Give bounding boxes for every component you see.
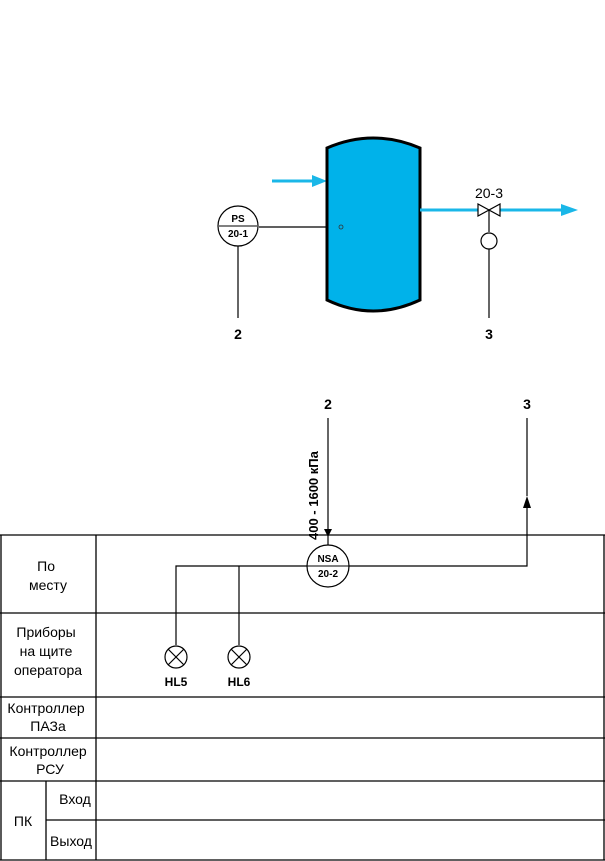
row-paz-controller-label: Контроллер ПАЗа xyxy=(7,700,88,734)
row-operator-panel-label: Приборы на щите оператора xyxy=(14,624,82,678)
lamp-hl6-label: HL6 xyxy=(228,675,251,689)
connection-bottom-right: 3 xyxy=(523,396,531,412)
valve-20-3 xyxy=(477,202,501,250)
outlet-flow-arrow xyxy=(420,204,578,216)
row-pk-output-label: Выход xyxy=(50,833,92,849)
row-rsu-controller-label: Контроллер РСУ xyxy=(9,743,90,777)
ps-loop: 20-1 xyxy=(228,229,248,240)
connection-top-right: 3 xyxy=(485,326,493,342)
vessel-tap-point xyxy=(338,224,344,230)
valve-label: 20-3 xyxy=(475,185,503,201)
signal-line-to-lamps xyxy=(175,565,307,645)
alarm-loop: 20-2 xyxy=(318,569,338,580)
ps-tag: PS xyxy=(231,214,245,225)
vessel xyxy=(325,136,422,313)
row-pk-input-label: Вход xyxy=(59,791,91,807)
lamp-hl5-label: HL5 xyxy=(165,675,188,689)
row-pk-label: ПК xyxy=(14,813,33,829)
connection-bottom-left: 2 xyxy=(324,396,332,412)
signal-line-to-3 xyxy=(349,500,528,567)
alarm-tag: NSA xyxy=(317,554,338,565)
inlet-flow-arrow xyxy=(272,175,327,187)
location-table xyxy=(0,534,605,861)
lamp-hl6-icon xyxy=(227,645,251,669)
lamp-hl5-icon xyxy=(164,645,188,669)
signal-arrow-up xyxy=(523,496,531,508)
connection-top-left: 2 xyxy=(234,326,242,342)
row-local-label: По месту xyxy=(29,558,67,593)
range-label: 400 - 1600 кПа xyxy=(306,450,321,540)
